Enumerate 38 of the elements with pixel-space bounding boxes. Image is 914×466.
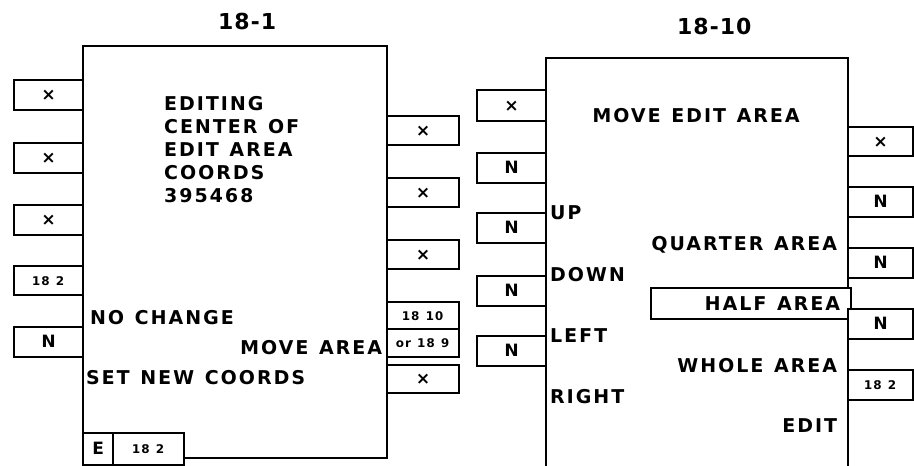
soft-key-label: N [847, 308, 914, 340]
menu-option: EDIT [782, 415, 839, 437]
soft-key-label: 18 2 [847, 369, 914, 401]
menu-option: NO CHANGE [90, 307, 236, 329]
soft-key-label: × [386, 239, 460, 270]
menu-option: WHOLE AREA [677, 355, 839, 377]
soft-key-label: 18 10 [386, 301, 460, 330]
menu-option: SET NEW COORDS [86, 367, 308, 389]
soft-key-label: × [847, 126, 914, 157]
soft-key-label: × [386, 115, 460, 146]
soft-key-label: × [386, 364, 460, 394]
soft-key-label: × [476, 89, 547, 122]
soft-key-label: N [13, 326, 84, 358]
menu-option: UP [550, 202, 584, 224]
menu-option: DOWN [550, 264, 627, 286]
menu-option: RIGHT [550, 386, 626, 408]
soft-key-label: 18 2 [13, 265, 84, 296]
highlighted-option: HALF AREA [650, 287, 852, 320]
soft-key-label: N [476, 335, 547, 367]
menu-option: LEFT [550, 325, 610, 347]
soft-key-label: N [847, 186, 914, 218]
menu-option: MOVE AREA [240, 337, 384, 359]
soft-key-label: × [13, 142, 84, 174]
screen-number: 18-1 [218, 12, 278, 34]
screen-heading: MOVE EDIT AREA [591, 105, 803, 127]
soft-key-label: N [476, 212, 547, 244]
soft-key-label: 18 2 [112, 432, 185, 466]
menu-option: QUARTER AREA [651, 233, 839, 255]
soft-key-label: × [386, 177, 460, 208]
soft-key-label: × [13, 204, 84, 236]
soft-key-label: × [13, 79, 84, 111]
soft-key-label: N [476, 152, 547, 184]
screen-number: 18-10 [677, 17, 752, 39]
screen-heading: EDITING CENTER OF EDIT AREA COORDS 395468 [164, 93, 302, 208]
soft-key-label: N [847, 247, 914, 279]
soft-key-label: N [476, 275, 547, 307]
soft-key-label: or 18 9 [386, 328, 460, 358]
soft-key-label: E [82, 432, 114, 466]
